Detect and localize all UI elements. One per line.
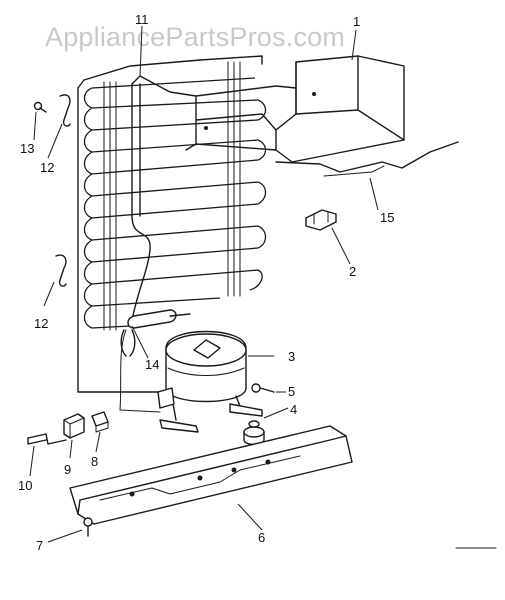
callout-3: 3 xyxy=(288,349,295,364)
callout-2: 2 xyxy=(349,264,356,279)
tube-clips xyxy=(33,94,71,287)
leader-lines xyxy=(29,25,379,543)
callout-12-bottom: 12 xyxy=(34,316,48,331)
callout-labels: 11 1 13 12 15 2 12 14 3 5 4 8 9 10 6 7 xyxy=(18,12,394,553)
base-plate-part-6 xyxy=(69,425,353,525)
relay-part-8 xyxy=(91,411,109,433)
callout-8: 8 xyxy=(91,454,98,469)
watermark-text: AppliancePartsPros.com xyxy=(45,22,345,52)
overload-part-9 xyxy=(63,413,85,439)
clip-part-10 xyxy=(27,433,67,445)
callout-4: 4 xyxy=(290,402,297,417)
screw-part-5 xyxy=(251,383,275,393)
condenser-coil xyxy=(77,55,267,413)
screw-part-7 xyxy=(83,517,93,537)
clip-part-2 xyxy=(305,209,337,231)
callout-12-top: 12 xyxy=(40,160,54,175)
grommet-part-4 xyxy=(243,420,265,446)
callout-9: 9 xyxy=(64,462,71,477)
callout-10: 10 xyxy=(18,478,32,493)
callout-1: 1 xyxy=(353,14,360,29)
callout-5: 5 xyxy=(288,384,295,399)
callout-14: 14 xyxy=(145,357,159,372)
callout-6: 6 xyxy=(258,530,265,545)
drain-pan-assembly xyxy=(185,55,459,177)
callout-13: 13 xyxy=(20,141,34,156)
compressor-part-3 xyxy=(157,330,263,433)
callout-7: 7 xyxy=(36,538,43,553)
drier-part-14 xyxy=(120,309,191,357)
callout-11: 11 xyxy=(135,12,149,27)
callout-15: 15 xyxy=(380,210,394,225)
